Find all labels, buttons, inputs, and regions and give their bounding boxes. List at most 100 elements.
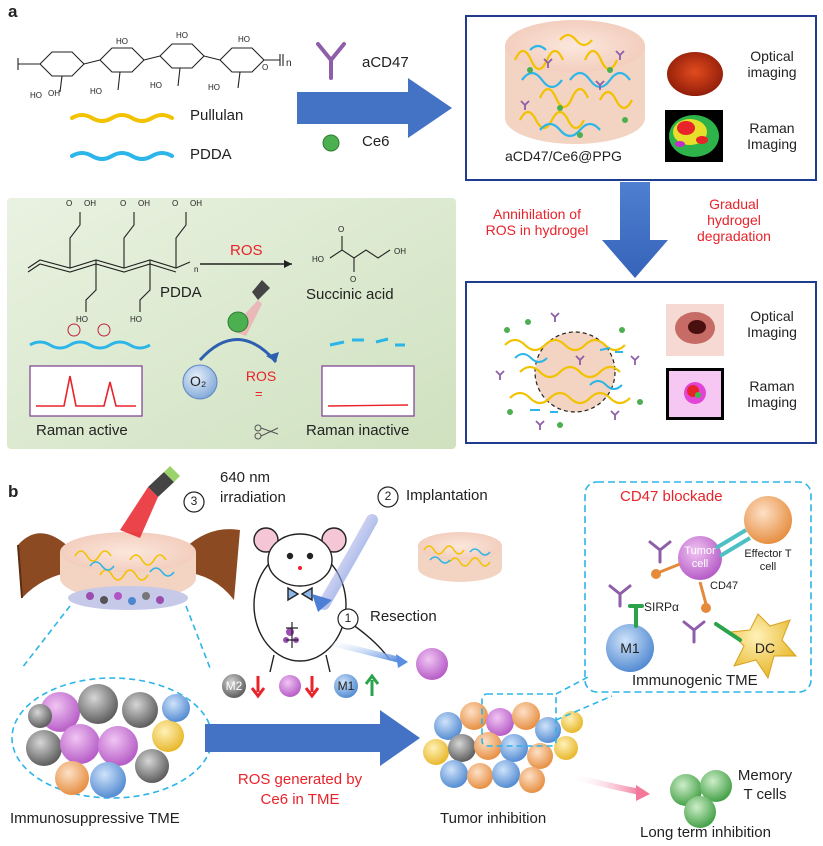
- optical-image-degraded: [666, 304, 724, 356]
- ros-arrow-label: ROS: [230, 242, 263, 259]
- m1-label-small: M1: [337, 679, 355, 693]
- tumor-inhibition-cells: [423, 702, 583, 793]
- inset-effector-label: Effector T cell: [744, 548, 792, 573]
- raman-active-peaks: [36, 375, 136, 407]
- raman-active-label: Raman active: [36, 422, 128, 439]
- svg-text:OH: OH: [190, 199, 202, 208]
- tumor-bed-cells: [68, 586, 188, 610]
- ros-product-label: ROS: [245, 368, 277, 384]
- svg-text:O: O: [66, 199, 72, 208]
- svg-text:O: O: [350, 275, 356, 284]
- svg-text:HO: HO: [312, 255, 324, 264]
- pdda-chain-active: [29, 340, 151, 350]
- svg-text:OH: OH: [394, 247, 406, 256]
- svg-text:HO: HO: [208, 83, 220, 92]
- degraded-gel: [495, 312, 643, 430]
- step-2-circle: [377, 486, 399, 508]
- m1-up-arrow: [364, 673, 380, 696]
- inset-m1-cell: [606, 624, 654, 672]
- resection-label: Resection: [370, 608, 437, 625]
- step-2-number: 2: [384, 489, 392, 503]
- implanted-gel: [60, 532, 196, 600]
- svg-text:n: n: [194, 265, 198, 274]
- svg-text:O: O: [262, 63, 268, 72]
- degraded-gel-imaging-box: [465, 281, 817, 444]
- gel-imaging-box: [465, 15, 817, 181]
- step-3-number: 3: [190, 494, 198, 508]
- implantation-arrow: [318, 514, 378, 610]
- antibody-icon: [316, 42, 346, 80]
- irradiation-label: 640 nm irradiation: [220, 469, 286, 506]
- raman-active-spectrum-box: [29, 365, 143, 417]
- legend-pdda-label: PDDA: [190, 146, 232, 163]
- resection-arrow: [319, 637, 401, 663]
- energy-transfer-arrow: [198, 338, 278, 363]
- inset-m1-label: M1: [620, 640, 640, 656]
- inset-footer-label: Immunogenic TME: [632, 672, 758, 689]
- resected-tumor: [416, 648, 448, 680]
- svg-text:HO: HO: [130, 315, 142, 324]
- m1-cell-small: [334, 674, 358, 698]
- raman-inactive-spectrum-box: [321, 365, 415, 417]
- degradation-text: Gradual hydrogel degradation: [697, 196, 771, 244]
- ce6-photosensitizer: [227, 311, 249, 333]
- svg-text:O: O: [172, 199, 178, 208]
- laser-device-icon: [120, 466, 180, 538]
- pullulan-legend-line: [70, 113, 174, 123]
- inset-effector-t-cell: [744, 496, 792, 544]
- pullulan-atom-labels: HO HO HO HO HO HO HO OH O: [30, 31, 268, 100]
- long-term-label: Long term inhibition: [640, 824, 771, 841]
- inset-cd47-box: [584, 481, 812, 693]
- inset-tumor-cell-label: Tumor cell: [684, 545, 716, 570]
- implantation-label: Implantation: [406, 487, 488, 504]
- inset-tumor-cell: [678, 536, 722, 580]
- zoom-lines-left: [21, 605, 211, 669]
- inset-tcr-link: [714, 528, 752, 558]
- panel-b-letter: b: [8, 482, 19, 501]
- svg-text:OH: OH: [84, 199, 96, 208]
- raman-inactive-line: [327, 404, 409, 407]
- o2-bubble: [182, 364, 218, 400]
- immunosuppressive-cells: [26, 684, 190, 798]
- m2-label: M2: [225, 679, 243, 693]
- svg-text:O: O: [338, 225, 344, 234]
- raman-imaging-label-top: Raman Imaging: [747, 120, 797, 152]
- inset-dc-label: DC: [754, 640, 776, 656]
- svg-text:OH: OH: [48, 89, 60, 98]
- tumor-cell-small: [279, 675, 301, 697]
- raman-image-intact: [665, 110, 723, 162]
- m2-cell: [222, 674, 246, 698]
- legend-pullulan-label: Pullulan: [190, 107, 244, 124]
- svg-text:HO: HO: [176, 31, 188, 40]
- annihilation-text: Annihilation of ROS in hydrogel: [485, 206, 589, 238]
- inset-sirpa-receptors: [628, 604, 742, 642]
- succinic-acid-structure: [329, 236, 391, 272]
- svg-text:OH: OH: [138, 199, 150, 208]
- pdda-legend-line: [70, 151, 174, 161]
- inset-sirpa-label: SIRPα: [644, 600, 679, 614]
- svg-text:HO: HO: [150, 81, 162, 90]
- succinic-acid-label: Succinic acid: [306, 286, 394, 303]
- tissue-flaps: [17, 529, 240, 600]
- immunosuppressive-label: Immunosuppressive TME: [10, 810, 180, 827]
- tumor-inhibition-label: Tumor inhibition: [440, 810, 547, 827]
- step-3-circle: [183, 491, 205, 513]
- raman-inactive-label: Raman inactive: [306, 422, 410, 439]
- implant-gel-small: [418, 532, 502, 582]
- inset-cd47-ligands: [659, 562, 708, 605]
- gel-label: aCD47/Ce6@PPG: [505, 148, 622, 164]
- mouse-tumor-site: [283, 622, 299, 648]
- optical-imaging-label-top: Optical imaging: [747, 48, 797, 80]
- svg-text:HO: HO: [30, 91, 42, 100]
- svg-text:HO: HO: [238, 35, 250, 44]
- svg-text:HO: HO: [76, 315, 88, 324]
- svg-text:HO: HO: [90, 87, 102, 96]
- panel-a-letter: a: [8, 2, 18, 21]
- svg-text:HO: HO: [116, 37, 128, 46]
- legend-acd47-label: aCD47: [362, 54, 409, 71]
- legend-ce6-label: Ce6: [362, 133, 390, 150]
- gel-disc: [505, 20, 645, 144]
- inset-antibodies: [608, 540, 706, 644]
